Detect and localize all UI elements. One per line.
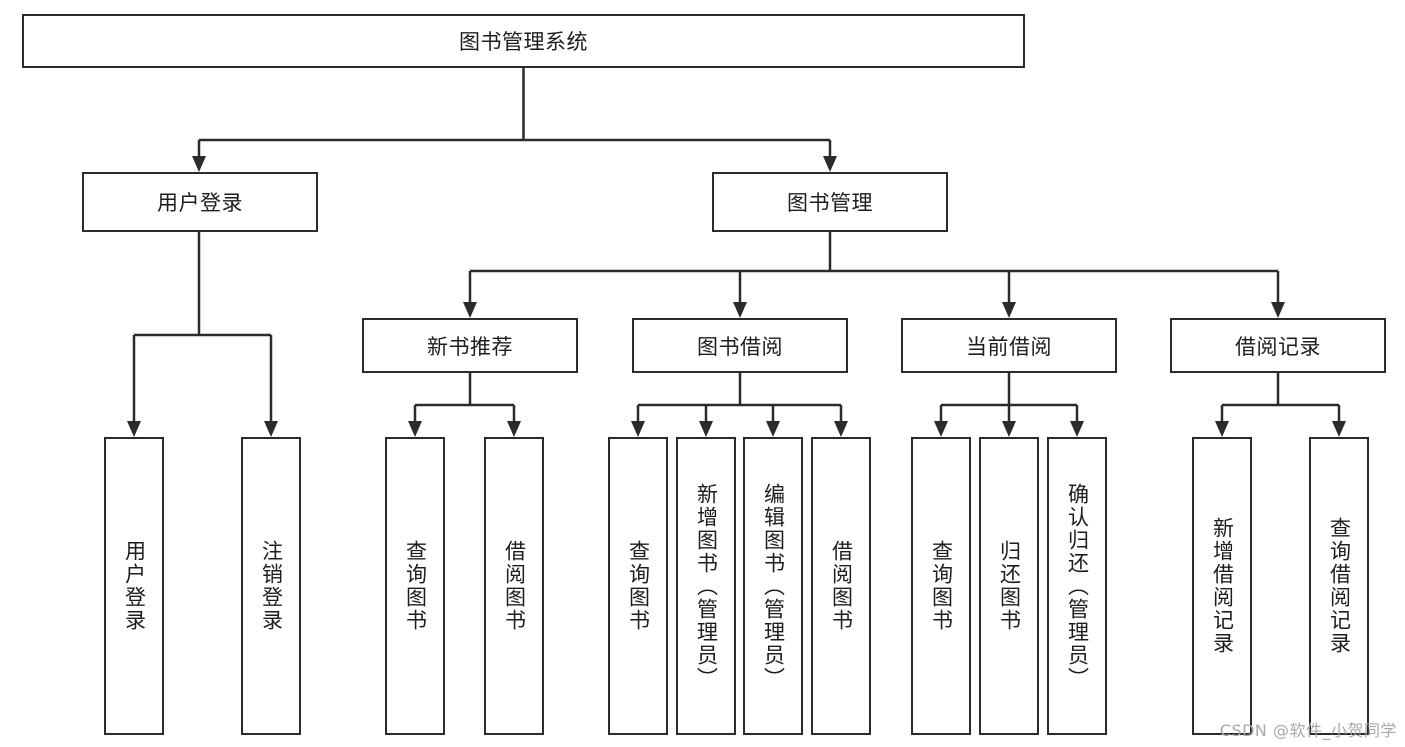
arrow-current-leaf-3 bbox=[1070, 421, 1084, 437]
node-user-login[interactable]: 用户登录 bbox=[82, 172, 318, 232]
leaf-record-query-borrow-record[interactable]: 查询借阅记录 bbox=[1309, 437, 1369, 735]
arrow-to-borrow-record bbox=[1271, 302, 1285, 318]
leaf-borrow-query-book[interactable]: 查询图书 bbox=[608, 437, 668, 735]
leaf-logout[interactable]: 注销登录 bbox=[241, 437, 301, 735]
arrow-to-new-book bbox=[463, 302, 477, 318]
arrow-current-leaf-2 bbox=[1002, 421, 1016, 437]
leaf-borrow-borrow-book[interactable]: 借阅图书 bbox=[811, 437, 871, 735]
arrow-user-leaf-1 bbox=[127, 421, 141, 437]
node-new-book-recommendation[interactable]: 新书推荐 bbox=[362, 318, 578, 373]
node-book-borrowing[interactable]: 图书借阅 bbox=[632, 318, 848, 373]
node-book-management[interactable]: 图书管理 bbox=[712, 172, 948, 232]
leaf-record-add-borrow-record[interactable]: 新增借阅记录 bbox=[1192, 437, 1252, 735]
leaf-borrow-edit-book-admin[interactable]: 编辑图书（管理员） bbox=[743, 437, 803, 735]
arrow-current-leaf-1 bbox=[934, 421, 948, 437]
arrow-newbook-leaf-1 bbox=[408, 421, 422, 437]
leaf-current-confirm-return-admin[interactable]: 确认归还（管理员） bbox=[1047, 437, 1107, 735]
leaf-newbook-query-book[interactable]: 查询图书 bbox=[385, 437, 445, 735]
arrow-borrow-leaf-2 bbox=[699, 421, 713, 437]
leaf-newbook-borrow-book[interactable]: 借阅图书 bbox=[484, 437, 544, 735]
arrow-to-book-management bbox=[823, 156, 837, 172]
arrow-borrow-leaf-1 bbox=[631, 421, 645, 437]
leaf-user-login[interactable]: 用户登录 bbox=[104, 437, 164, 735]
arrow-to-book-borrow bbox=[733, 302, 747, 318]
node-borrow-record[interactable]: 借阅记录 bbox=[1170, 318, 1386, 373]
node-root-book-management-system[interactable]: 图书管理系统 bbox=[22, 14, 1025, 68]
arrow-newbook-leaf-2 bbox=[507, 421, 521, 437]
arrow-user-leaf-2 bbox=[264, 421, 278, 437]
arrow-record-leaf-2 bbox=[1332, 421, 1346, 437]
arrow-borrow-leaf-3 bbox=[766, 421, 780, 437]
leaf-current-query-book[interactable]: 查询图书 bbox=[911, 437, 971, 735]
arrow-borrow-leaf-4 bbox=[834, 421, 848, 437]
leaf-current-return-book[interactable]: 归还图书 bbox=[979, 437, 1039, 735]
leaf-borrow-add-book-admin[interactable]: 新增图书（管理员） bbox=[676, 437, 736, 735]
arrow-record-leaf-1 bbox=[1215, 421, 1229, 437]
arrow-to-current-borrow bbox=[1002, 302, 1016, 318]
arrow-to-user-login bbox=[192, 156, 206, 172]
node-current-borrowing[interactable]: 当前借阅 bbox=[901, 318, 1117, 373]
